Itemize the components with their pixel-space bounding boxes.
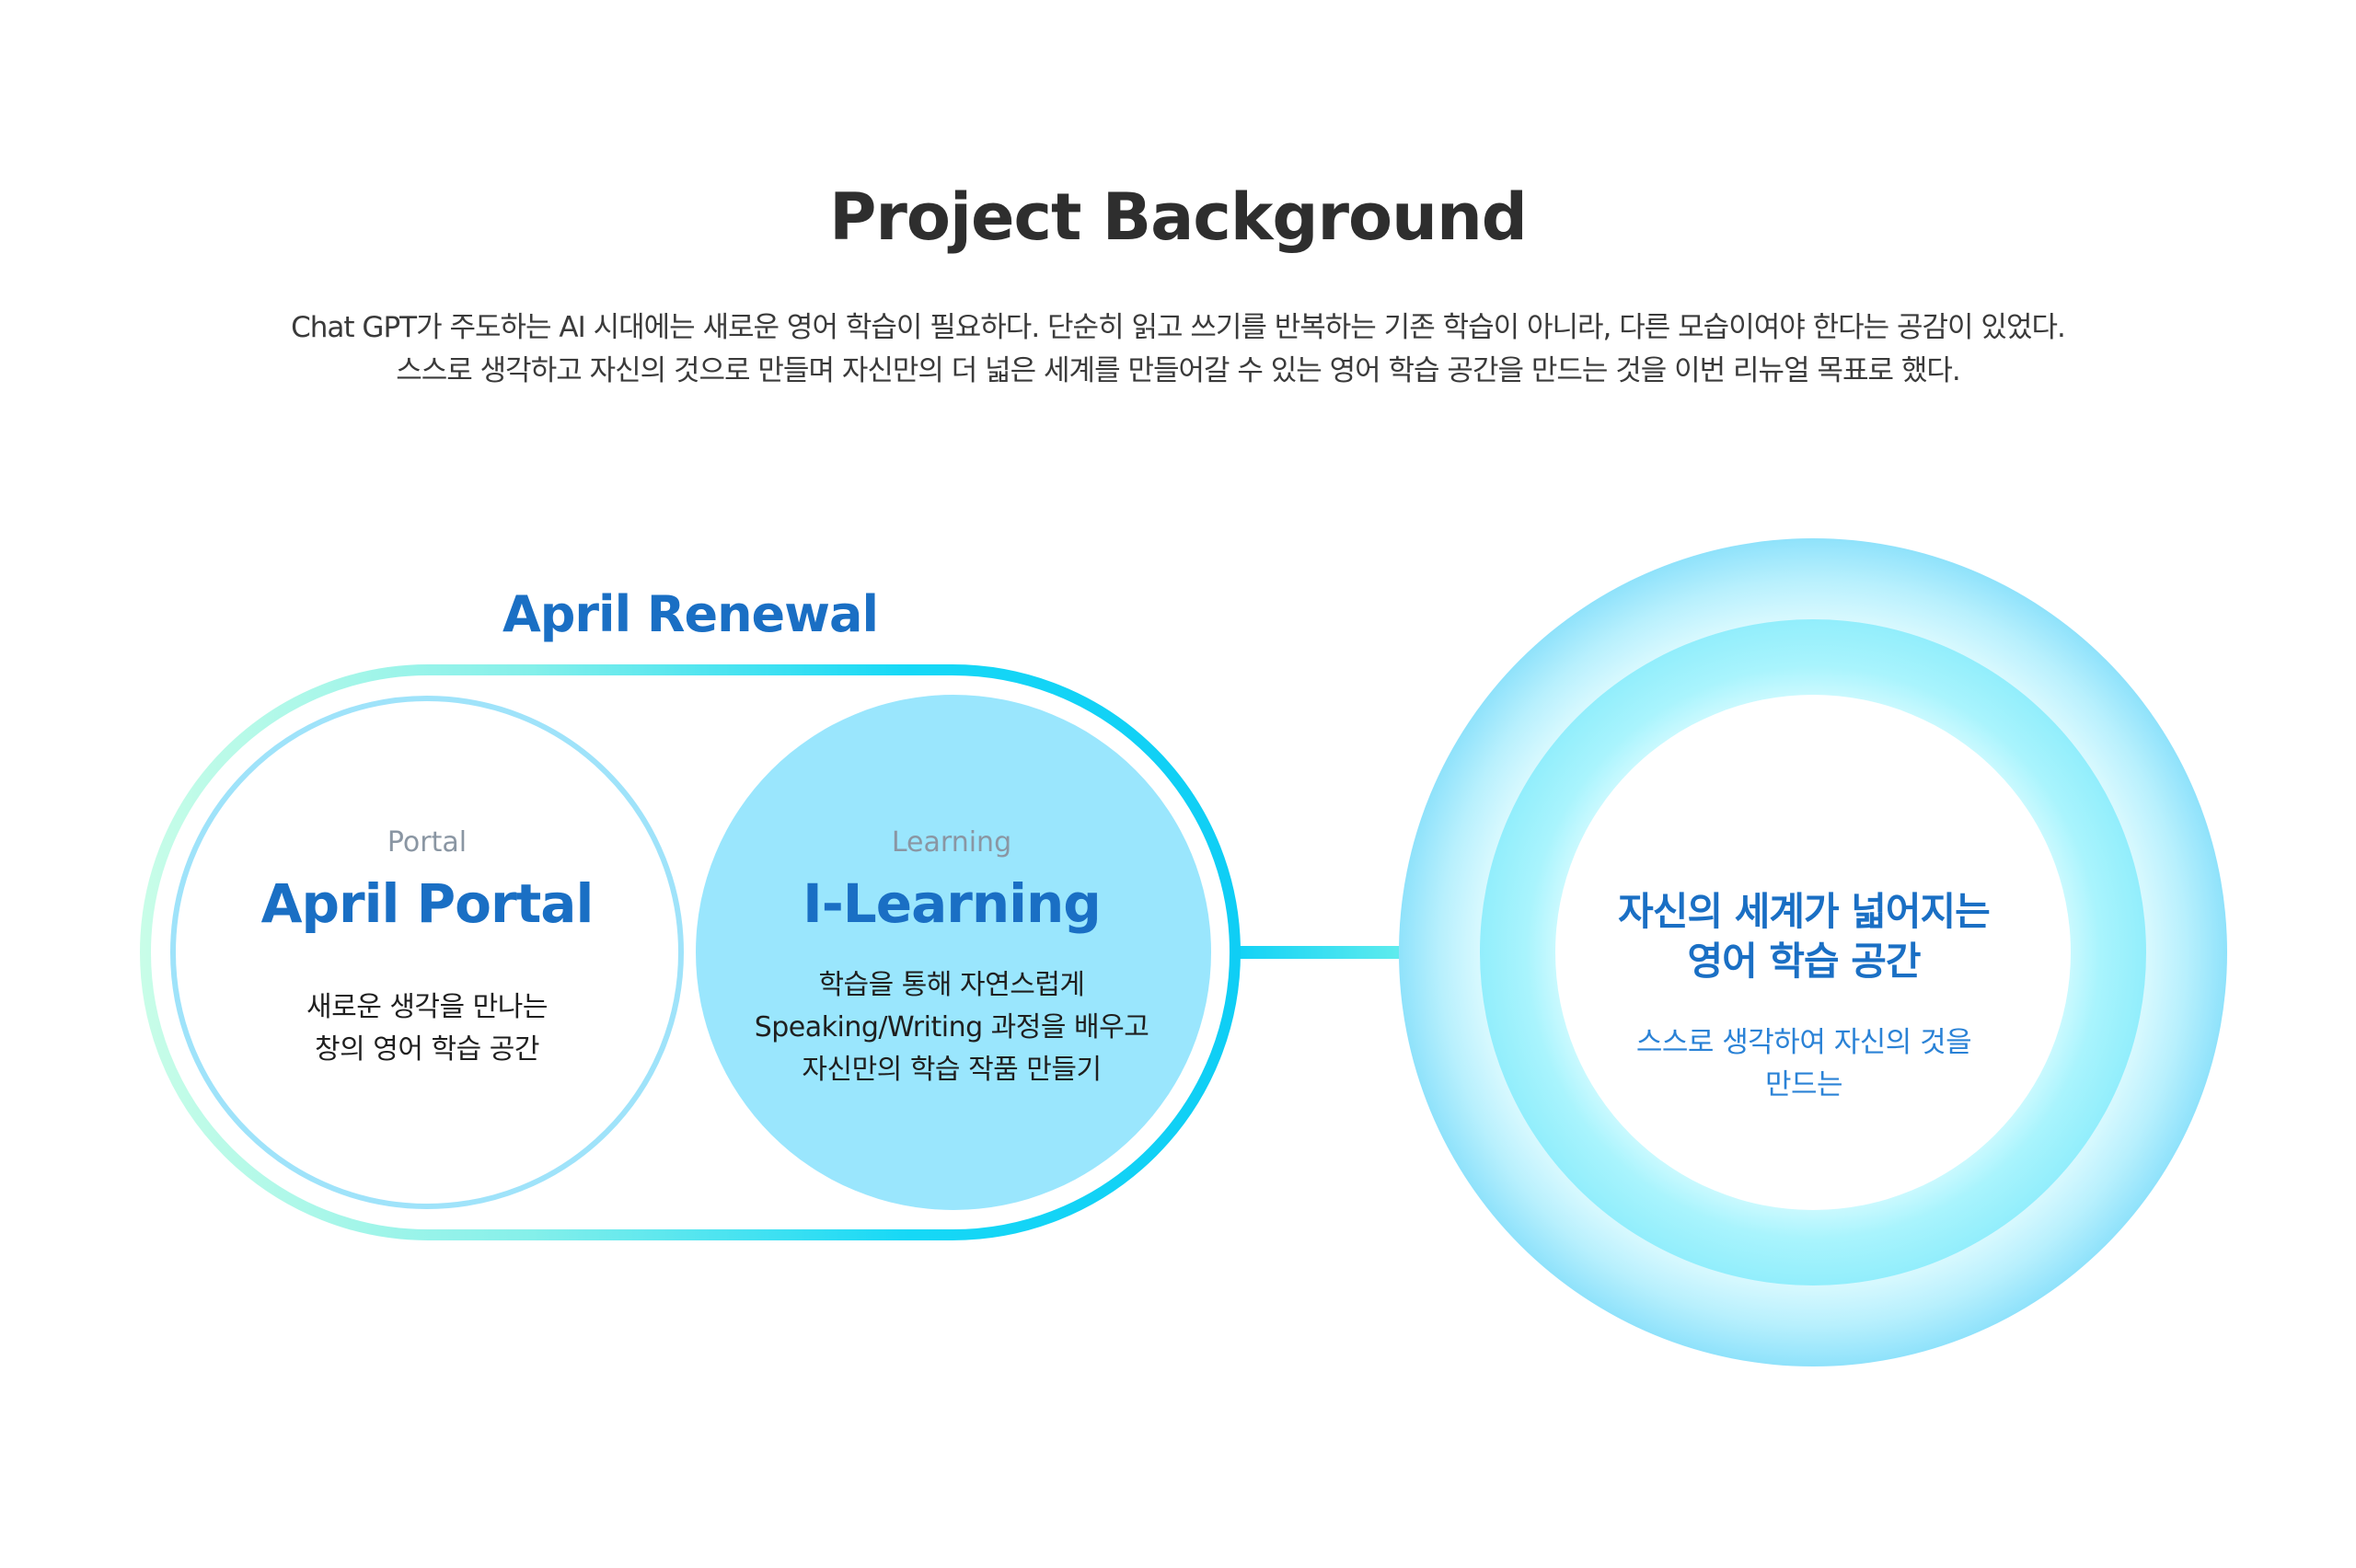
portal-description: 새로운 생각을 만나는 창의 영어 학습 공간: [197, 986, 657, 1071]
portal-title: April Portal: [260, 872, 595, 935]
learning-circle: [696, 695, 1211, 1210]
description-line-1: Chat GPT가 주도하는 AI 시대에는 새로운 영어 학습이 필요하다. …: [291, 311, 2066, 344]
goal-description-line-1: 스스로 생각하여 자신의 것을: [1635, 1026, 1972, 1059]
description-line-2: 스스로 생각하고 자신의 것으로 만들며 자신만의 더 넓은 세계를 만들어갈 …: [396, 354, 1961, 387]
learning-description-line-1: 학습을 통해 자연스럽게: [818, 969, 1085, 1001]
learning-title: I-Learning: [803, 872, 1102, 935]
goal-title: 자신의 세계가 넓어지는 영어 학습 공간: [1509, 887, 2098, 986]
goal-description-line-2: 만드는: [1764, 1068, 1843, 1101]
learning-subtitle: Learning: [891, 826, 1012, 859]
learning-description-line-2: Speaking/Writing 과정을 배우고: [754, 1011, 1149, 1043]
goal-title-line-2: 영어 학습 공간: [1687, 939, 1921, 984]
portal-circle: [170, 696, 684, 1209]
learning-description: 학습을 통해 자연스럽게 Speaking/Writing 과정을 배우고 자신…: [676, 964, 1228, 1091]
renewal-pill: [140, 664, 1241, 1240]
page-title: Project Background: [829, 179, 1528, 255]
portal-description-line-1: 새로운 생각을 만나는: [306, 991, 548, 1023]
goal-title-line-1: 자신의 세계가 넓어지는: [1618, 889, 1991, 934]
portal-subtitle: Portal: [387, 826, 468, 859]
goal-inner-circle: [1555, 695, 2071, 1210]
renewal-label: April Renewal: [502, 585, 879, 643]
portal-description-line-2: 창의 영어 학습 공간: [315, 1033, 539, 1066]
learning-description-line-3: 자신만의 학습 작품 만들기: [802, 1054, 1102, 1086]
goal-description: 스스로 생각하여 자신의 것을 만드는: [1555, 1021, 2052, 1106]
